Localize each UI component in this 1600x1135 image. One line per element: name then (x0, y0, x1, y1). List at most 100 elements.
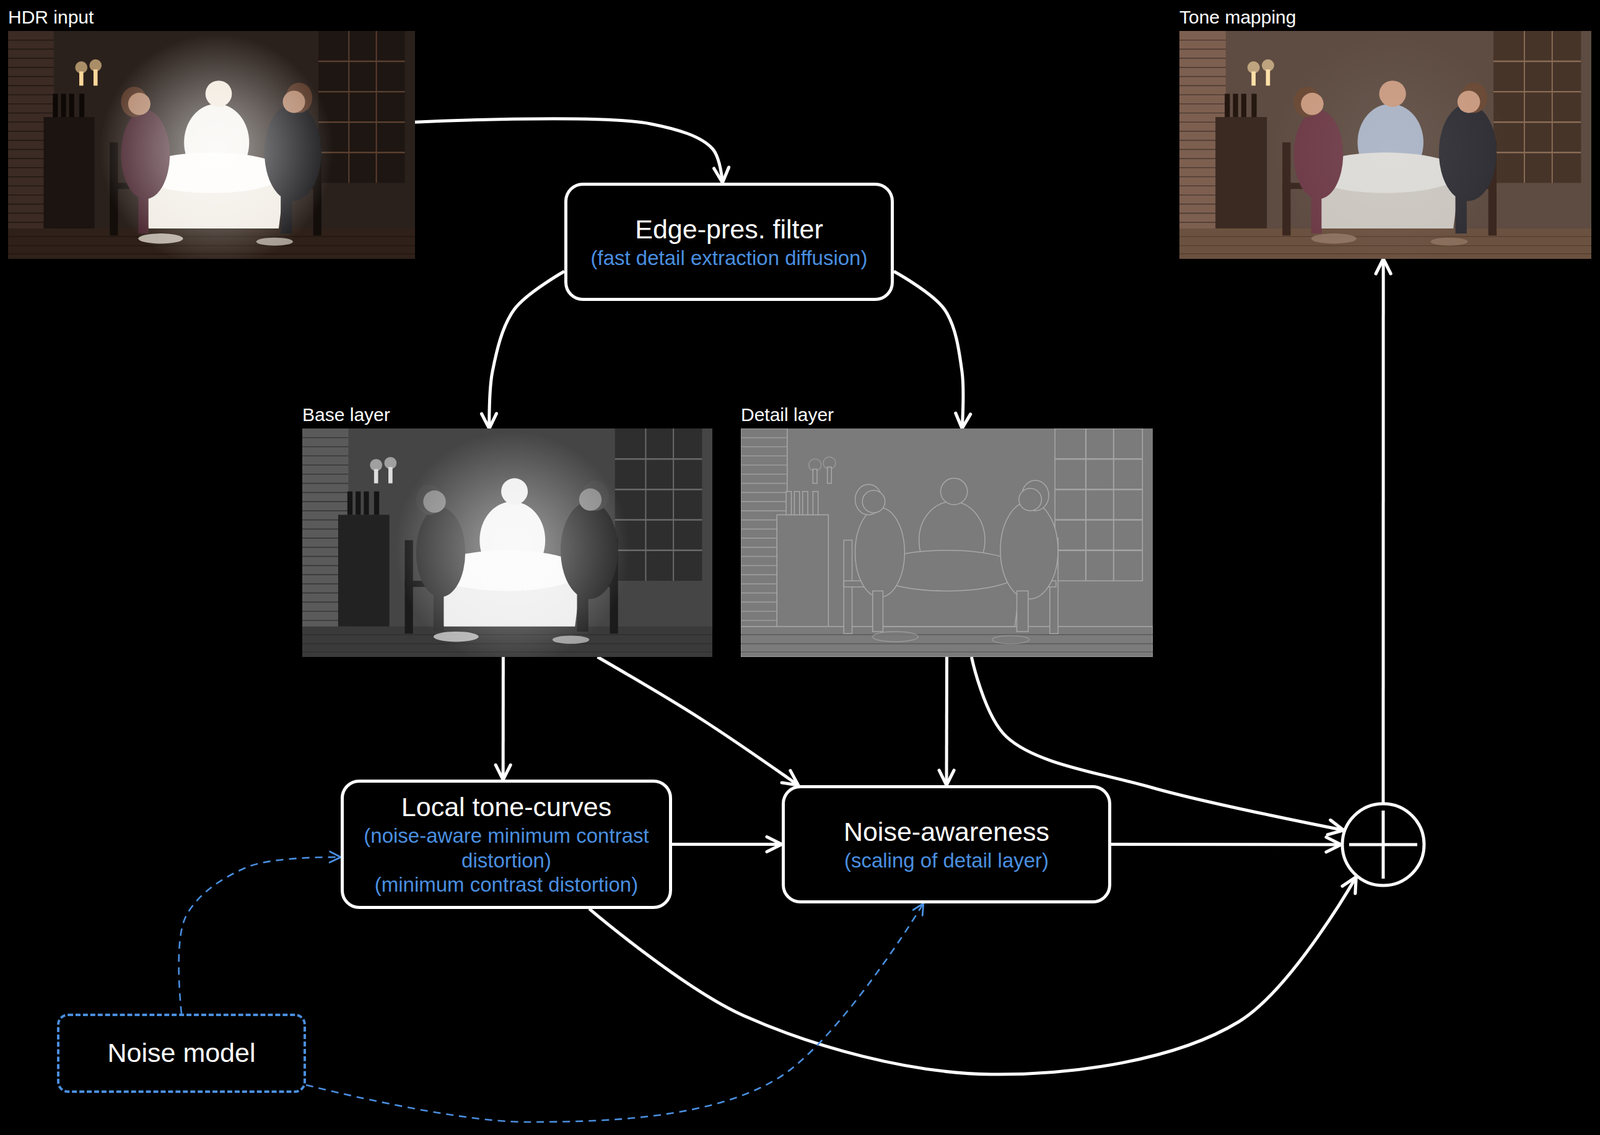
mortar-line (302, 492, 349, 494)
mortar-line (302, 455, 349, 457)
bottle (1232, 93, 1238, 118)
bottle (794, 491, 800, 516)
bottle (786, 491, 792, 516)
candle (1266, 69, 1271, 86)
shelf-divider (1113, 428, 1115, 582)
flow-arrow (597, 657, 799, 786)
mortar-line (1179, 39, 1226, 41)
flow-arrow (1381, 258, 1386, 803)
mortar-line (302, 464, 349, 466)
box-note: (fast detail extraction diffusion) (590, 245, 868, 271)
bottle (1241, 93, 1247, 118)
candle (1251, 71, 1256, 86)
box-title: Local tone-curves (401, 791, 612, 824)
process-box: Edge-pres. filter(fast detail extraction… (564, 182, 894, 302)
image-caption: HDR input (8, 6, 94, 29)
photo (1179, 30, 1592, 259)
mortar-line (740, 483, 788, 485)
shelf-board (1493, 121, 1581, 123)
model-box: Noise model (56, 1014, 307, 1094)
bottle (52, 93, 58, 118)
mortar-line (1179, 66, 1226, 69)
flow-arrow (893, 271, 964, 429)
box-title: Noise-awareness (843, 816, 1050, 849)
mortar-line (302, 437, 349, 439)
flow-arrow (489, 271, 565, 429)
shelf-divider (1523, 30, 1526, 183)
bottle (1251, 93, 1257, 118)
mortar-line (740, 446, 788, 448)
shelf-board (318, 121, 406, 123)
mortar-line (1179, 103, 1226, 105)
photo (8, 30, 416, 259)
plus-bar (1381, 810, 1386, 879)
mortar-line (8, 94, 54, 96)
input-photo: HDR input (8, 30, 416, 259)
flow-arrow (672, 843, 782, 847)
sum-symbol (1340, 802, 1426, 888)
light-glow (99, 34, 334, 259)
process-box: Local tone-curves(noise-aware minimum co… (340, 779, 673, 909)
mortar-line (8, 112, 54, 114)
mortar-line (1179, 85, 1226, 87)
bottle (60, 93, 66, 118)
bottle (374, 491, 380, 516)
box-title: Edge-pres. filter (634, 213, 824, 246)
shelf-divider (1085, 428, 1087, 582)
bottle (812, 491, 818, 516)
flow-arrow (501, 657, 505, 780)
sum-node (1340, 802, 1426, 888)
bottle (79, 93, 85, 118)
flow-arrow (1111, 843, 1342, 847)
candle (93, 69, 98, 86)
light-glow (1272, 34, 1509, 259)
shelf-divider (644, 428, 647, 582)
candle (79, 71, 84, 86)
bottle (355, 491, 361, 516)
cabinet (338, 514, 390, 627)
image-caption: Tone mapping (1179, 6, 1296, 29)
box-title: Noise model (107, 1037, 256, 1070)
mortar-line (302, 473, 349, 476)
mortar-line (8, 66, 54, 69)
light-glow (833, 431, 1071, 658)
flow-arrow (945, 657, 949, 786)
mortar-line (740, 510, 788, 512)
shelf-board (615, 458, 703, 460)
shelf-board (1054, 488, 1143, 490)
mortar-line (740, 464, 788, 466)
box-note: (noise-aware minimum contrast distortion… (362, 823, 651, 873)
flow-arrow (589, 877, 1356, 1075)
bottle (802, 491, 808, 516)
photo (740, 428, 1153, 658)
process-box: Noise-awareness(scaling of detail layer) (781, 785, 1112, 904)
mortar-line (302, 501, 349, 503)
mortar-line (302, 446, 349, 448)
layer-photo: Detail layer (740, 428, 1153, 658)
cabinet (1215, 117, 1267, 229)
mortar-line (8, 39, 54, 41)
output-photo: Tone mapping (1179, 30, 1592, 259)
photo (302, 428, 713, 658)
shelf-board (1493, 60, 1581, 62)
mortar-line (740, 455, 788, 457)
image-caption: Base layer (302, 404, 391, 427)
mortar-line (740, 501, 788, 503)
sum-circle (1342, 804, 1425, 886)
bottle (1224, 93, 1230, 118)
mortar-line (8, 85, 54, 87)
mortar-line (1179, 57, 1226, 59)
shelf-board (318, 60, 406, 62)
candle (827, 467, 832, 484)
shelf-divider (1551, 30, 1553, 183)
connectors (179, 118, 1384, 1123)
mortar-line (1179, 112, 1226, 114)
mortar-line (8, 103, 54, 105)
shelf-divider (375, 30, 378, 183)
mortar-line (740, 437, 788, 439)
mortar-line (8, 48, 54, 51)
cabinet (776, 514, 829, 627)
bottle (69, 93, 75, 118)
